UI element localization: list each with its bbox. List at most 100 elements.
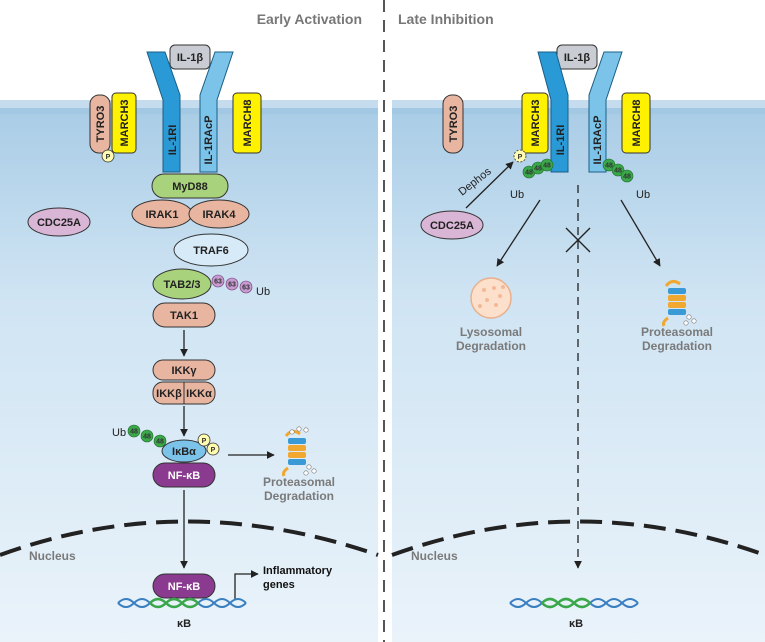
degradation-label: Degradation bbox=[642, 339, 712, 353]
il1ri-label: IL-1RI bbox=[167, 125, 179, 156]
arrow-to-lysosome bbox=[496, 199, 541, 267]
ub-label: Ub bbox=[256, 286, 270, 298]
tak1-label: TAK1 bbox=[170, 310, 198, 322]
il1racp-receptor bbox=[199, 51, 234, 173]
il1ri-receptor bbox=[537, 51, 569, 173]
nfkb bbox=[152, 462, 216, 488]
phospho-label: P bbox=[518, 154, 523, 161]
k48-label: 48 bbox=[534, 166, 542, 173]
degradation-label: Degradation bbox=[264, 489, 334, 503]
phospho-marker bbox=[197, 433, 211, 447]
tyro3 bbox=[89, 94, 111, 154]
ikba-label: IκBα bbox=[172, 446, 196, 458]
march8-label: MARCH8 bbox=[631, 99, 643, 146]
tak1 bbox=[152, 302, 216, 328]
phospho-label: P bbox=[211, 447, 216, 454]
traf6-label: TRAF6 bbox=[193, 245, 228, 257]
proteasome-icon bbox=[662, 279, 697, 327]
k48-ubiquitin bbox=[620, 169, 634, 183]
k63-label: 63 bbox=[242, 285, 250, 292]
lysosomal-label: Lysosomal bbox=[460, 325, 522, 339]
cdc25a-label: CDC25A bbox=[37, 217, 81, 229]
nuclear-envelope-left bbox=[0, 519, 379, 557]
genes-label-1: Inflammatory bbox=[263, 565, 333, 577]
phospho-marker bbox=[206, 442, 220, 456]
k48-label: 48 bbox=[623, 174, 631, 181]
ub-label: Ub bbox=[636, 189, 650, 201]
phospho-label: P bbox=[106, 154, 111, 161]
march3-label: MARCH3 bbox=[119, 99, 131, 146]
march3 bbox=[111, 92, 137, 154]
il1ri-receptor bbox=[146, 51, 181, 173]
cdc25a bbox=[420, 210, 484, 240]
il1b-label: IL-1β bbox=[564, 52, 591, 64]
lysosome-icon bbox=[470, 277, 512, 319]
k63-label: 63 bbox=[228, 282, 236, 289]
phospho-marker bbox=[101, 149, 115, 163]
cdc25a bbox=[27, 207, 91, 237]
nucleus-label-left: Nucleus bbox=[29, 549, 76, 563]
dephos-arrow bbox=[465, 161, 514, 209]
k63-ubiquitin bbox=[225, 277, 239, 291]
il1b-label: IL-1β bbox=[177, 52, 204, 64]
k48-label: 48 bbox=[543, 163, 551, 170]
tyro3 bbox=[442, 94, 464, 154]
il1racp-label: IL-1RAcP bbox=[203, 116, 215, 165]
k48-ubiquitin bbox=[140, 429, 154, 443]
ikk-gamma bbox=[152, 359, 216, 381]
ub-label: Ub bbox=[112, 427, 126, 439]
dna-helix-left bbox=[117, 597, 247, 609]
inhibition-cross bbox=[565, 227, 591, 253]
ikba bbox=[161, 439, 207, 463]
irak4 bbox=[188, 199, 250, 229]
proteasomal-label: Proteasomal bbox=[263, 475, 335, 489]
k48-label: 48 bbox=[156, 439, 164, 446]
il1racp-label: IL-1RAcP bbox=[592, 116, 604, 165]
k63-ubiquitin bbox=[239, 280, 253, 294]
march8 bbox=[232, 92, 262, 154]
myd88-label: MyD88 bbox=[172, 181, 207, 193]
k48-label: 48 bbox=[614, 168, 622, 175]
transcription-arrow bbox=[234, 570, 259, 600]
phospho-label: P bbox=[202, 438, 207, 445]
traf6 bbox=[173, 233, 249, 267]
arrow-to-proteasome bbox=[620, 199, 661, 267]
k48-ubiquitin bbox=[540, 158, 554, 172]
march8-label: MARCH8 bbox=[242, 99, 254, 146]
membrane-band-left bbox=[0, 100, 378, 114]
tyro3-label: TYRO3 bbox=[95, 106, 107, 143]
dephos-marker bbox=[513, 149, 527, 163]
kb-label-left: κB bbox=[177, 618, 191, 630]
ikk-beta-label: IKKβ bbox=[156, 388, 182, 400]
proteasome-icon bbox=[282, 426, 317, 477]
nfkb-nuclear-label: NF-κB bbox=[168, 581, 200, 593]
march3-label: MARCH3 bbox=[530, 99, 542, 146]
irak4-label: IRAK4 bbox=[202, 209, 236, 221]
dna-helix-right bbox=[509, 597, 639, 609]
nucleus-label-right: Nucleus bbox=[411, 549, 458, 563]
degradation-label: Degradation bbox=[456, 339, 526, 353]
il1b-ligand bbox=[169, 44, 211, 70]
tab23 bbox=[152, 268, 212, 300]
irak1-label: IRAK1 bbox=[145, 209, 178, 221]
k63-ubiquitin bbox=[211, 274, 225, 288]
panel-title-right: Late Inhibition bbox=[398, 11, 494, 27]
tab23-label: TAB2/3 bbox=[163, 279, 200, 291]
nfkb-label: NF-κB bbox=[168, 470, 200, 482]
march3 bbox=[521, 92, 549, 154]
myd88 bbox=[151, 173, 229, 199]
tyro3-label: TYRO3 bbox=[448, 106, 460, 143]
k48-ubiquitin bbox=[127, 424, 141, 438]
ikk-gamma-label: IKKγ bbox=[171, 365, 197, 377]
k48-label: 48 bbox=[143, 434, 151, 441]
march8 bbox=[621, 92, 651, 154]
k48-label: 48 bbox=[605, 163, 613, 170]
k48-ubiquitin bbox=[611, 163, 625, 177]
nuclear-envelope-right bbox=[391, 519, 765, 557]
nfkb-nuclear bbox=[152, 573, 216, 599]
k63-label: 63 bbox=[214, 279, 222, 286]
genes-label-2: genes bbox=[263, 579, 295, 591]
cdc25a-label: CDC25A bbox=[430, 220, 474, 232]
kb-label-right: κB bbox=[569, 618, 583, 630]
